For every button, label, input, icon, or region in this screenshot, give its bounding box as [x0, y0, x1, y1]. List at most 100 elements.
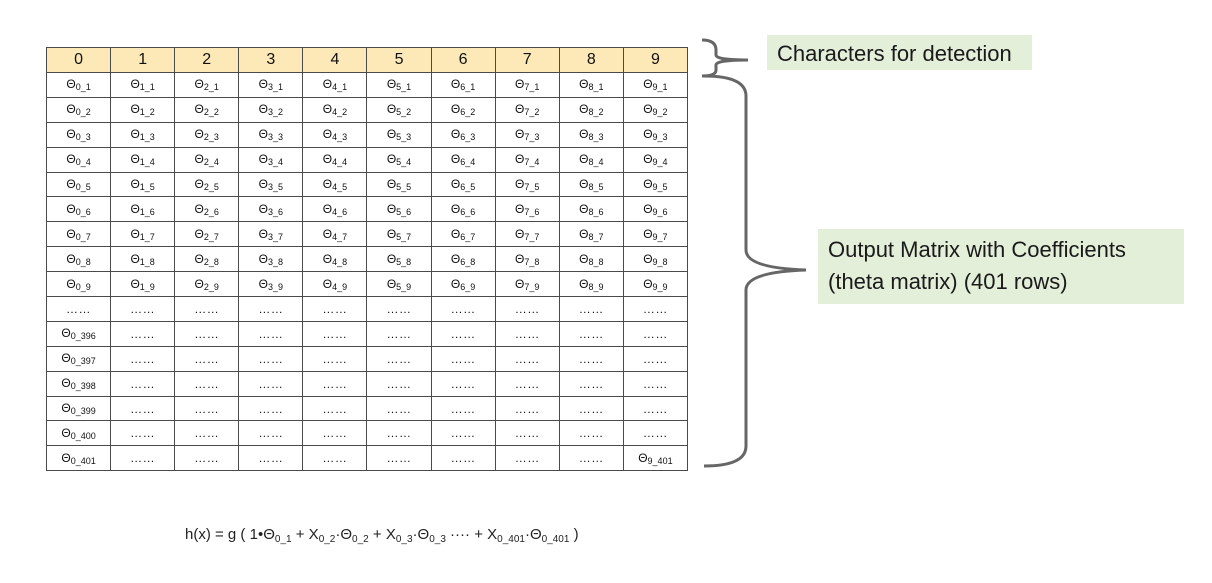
matrix-cell: Θ2_6 [174, 196, 240, 223]
matrix-cell: Θ3_2 [238, 96, 304, 123]
matrix-cell: Θ2_5 [174, 171, 240, 198]
matrix-cell: …… [622, 345, 688, 372]
matrix-cell: Θ8_5 [558, 171, 624, 198]
matrix-cell: …… [302, 320, 368, 347]
matrix-cell: …… [302, 345, 368, 372]
matrix-cell: Θ7_2 [494, 96, 560, 123]
table-row: Θ0_401…………………………………………Θ9_401 [45, 445, 688, 472]
matrix-cell: …… [302, 370, 368, 397]
matrix-cell: Θ9_3 [622, 121, 688, 148]
matrix-cell: Θ6_7 [430, 221, 496, 248]
matrix-cell: Θ4_5 [302, 171, 368, 198]
matrix-cell: …… [366, 320, 432, 347]
matrix-cell: …… [494, 395, 560, 422]
matrix-cell: Θ5_2 [366, 96, 432, 123]
matrix-cell: Θ8_8 [558, 246, 624, 273]
matrix-cell: Θ1_3 [110, 121, 176, 148]
matrix-cell: Θ5_9 [366, 271, 432, 298]
matrix-cell: …… [238, 420, 304, 447]
matrix-cell: Θ6_2 [430, 96, 496, 123]
matrix-cell: …… [622, 395, 688, 422]
matrix-cell: Θ9_7 [622, 221, 688, 248]
matrix-cell: Θ3_7 [238, 221, 304, 248]
matrix-cell: …… [110, 296, 176, 322]
matrix-cell: Θ6_1 [430, 72, 496, 98]
column-header-2: 2 [174, 47, 240, 73]
matrix-cell: …… [366, 296, 432, 322]
table-row: Θ0_399……………………………………………… [45, 395, 688, 422]
column-header-5: 5 [366, 47, 432, 73]
matrix-cell: Θ0_401 [45, 445, 112, 472]
matrix-cell: Θ2_8 [174, 246, 240, 273]
matrix-cell: …… [110, 445, 176, 472]
matrix-cell: Θ5_1 [366, 72, 432, 98]
matrix-cell: …… [110, 420, 176, 447]
matrix-cell: …… [558, 445, 624, 472]
matrix-cell: …… [366, 345, 432, 372]
matrix-cell: Θ0_396 [45, 320, 112, 347]
column-header-3: 3 [238, 47, 304, 73]
matrix-cell: Θ0_397 [45, 345, 112, 372]
matrix-cell: Θ2_1 [174, 72, 240, 98]
matrix-cell: Θ9_2 [622, 96, 688, 123]
matrix-cell: …… [174, 296, 240, 322]
matrix-cell: Θ9_8 [622, 246, 688, 273]
matrix-cell: Θ3_5 [238, 171, 304, 198]
matrix-cell: Θ0_8 [45, 246, 112, 273]
column-header-8: 8 [558, 47, 624, 73]
matrix-cell: …… [302, 420, 368, 447]
matrix-cell: Θ1_7 [110, 221, 176, 248]
output-matrix-label-line1: Output Matrix with Coefficients [828, 237, 1126, 262]
matrix-cell: Θ8_9 [558, 271, 624, 298]
matrix-cell: …… [558, 420, 624, 447]
column-header-7: 7 [494, 47, 560, 73]
matrix-cell: Θ1_2 [110, 96, 176, 123]
matrix-cell: Θ2_2 [174, 96, 240, 123]
matrix-cell: Θ7_1 [494, 72, 560, 98]
matrix-cell: Θ5_4 [366, 146, 432, 173]
matrix-cell: Θ8_7 [558, 221, 624, 248]
matrix-cell: …… [174, 445, 240, 472]
matrix-cell: Θ8_2 [558, 96, 624, 123]
brace-right-icon [703, 74, 807, 468]
matrix-cell: Θ0_5 [45, 171, 112, 198]
matrix-cell: …… [238, 296, 304, 322]
matrix-cell: Θ1_1 [110, 72, 176, 98]
matrix-cell: …… [622, 420, 688, 447]
matrix-cell: Θ7_9 [494, 271, 560, 298]
matrix-cell: Θ9_4 [622, 146, 688, 173]
matrix-cell: Θ6_4 [430, 146, 496, 173]
matrix-cell: Θ9_401 [622, 445, 688, 472]
matrix-cell: Θ0_3 [45, 121, 112, 148]
matrix-cell: …… [622, 370, 688, 397]
column-header-0: 0 [45, 47, 112, 73]
matrix-cell: …… [558, 370, 624, 397]
matrix-cell: …… [110, 395, 176, 422]
column-header-6: 6 [430, 47, 496, 73]
matrix-cell: Θ3_8 [238, 246, 304, 273]
matrix-cell: Θ4_3 [302, 121, 368, 148]
matrix-cell: Θ4_8 [302, 246, 368, 273]
matrix-cell: Θ7_6 [494, 196, 560, 223]
matrix-cell: …… [430, 420, 496, 447]
matrix-cell: Θ9_5 [622, 171, 688, 198]
matrix-cell: …… [110, 370, 176, 397]
matrix-cell: …… [366, 445, 432, 472]
matrix-cell: …… [430, 370, 496, 397]
matrix-cell: Θ0_399 [45, 395, 112, 422]
matrix-cell: Θ6_8 [430, 246, 496, 273]
table-row: …………………………………………………… [45, 296, 688, 322]
matrix-cell: Θ1_9 [110, 271, 176, 298]
output-matrix-label: Output Matrix with Coefficients (theta m… [818, 229, 1184, 304]
matrix-cell: Θ5_7 [366, 221, 432, 248]
matrix-cell: Θ7_4 [494, 146, 560, 173]
matrix-cell: Θ3_1 [238, 72, 304, 98]
output-matrix-label-line2: (theta matrix) (401 rows) [828, 269, 1068, 294]
